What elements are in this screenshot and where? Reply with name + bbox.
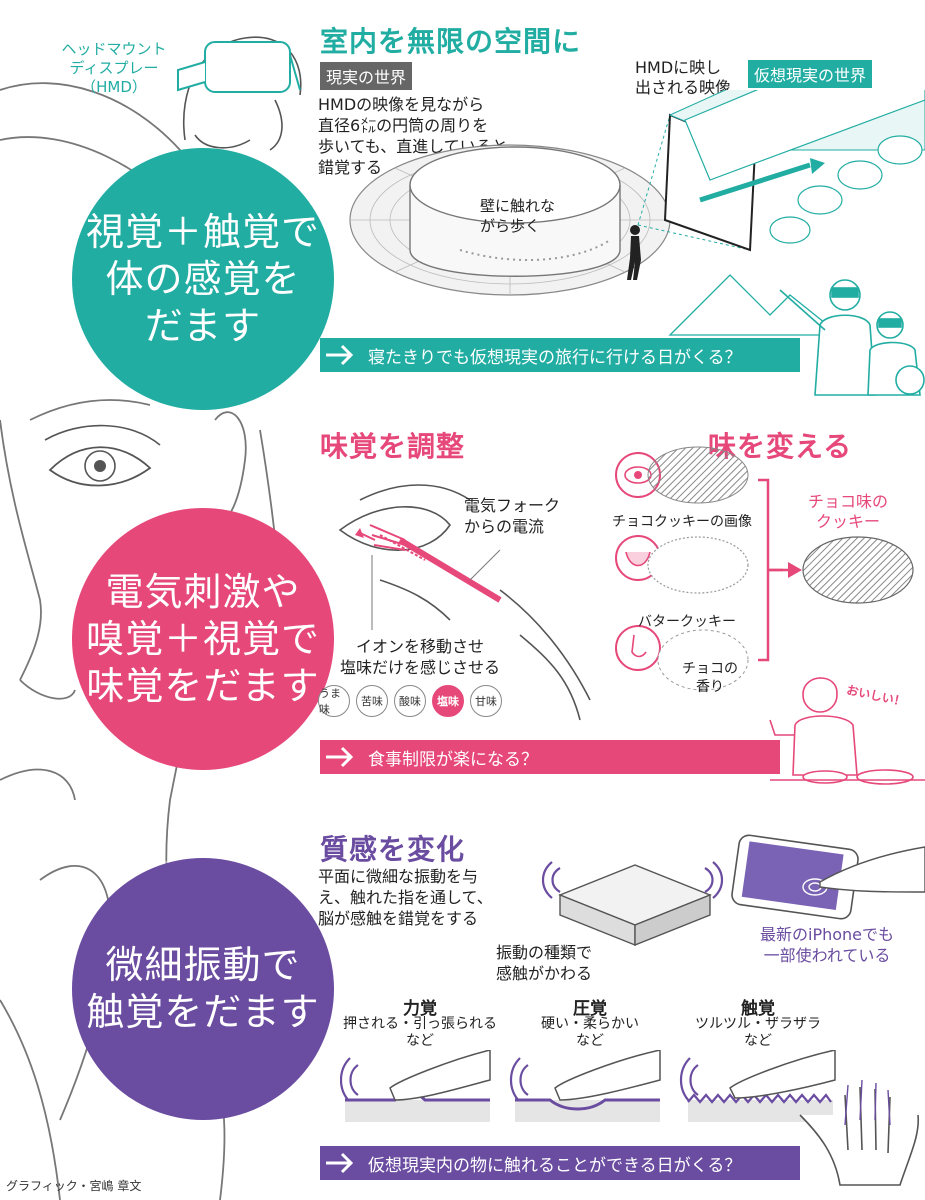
- touch-description: 平面に微細な振動を与 え、触れた指を通して、 脳が感触を錯覚をする: [318, 866, 493, 929]
- circle-line: 触覚をだます: [86, 990, 320, 1034]
- banner-text: 寝たきりでも仮想現実の旅行に行ける日がくる？: [368, 347, 742, 368]
- tree-icon: [769, 135, 923, 244]
- result-label: チョコ味の クッキー: [808, 492, 888, 532]
- hmd-label: ヘッドマウント ディスプレー （HMD）: [54, 40, 174, 97]
- taste-bitter: 苦味: [356, 685, 388, 717]
- woman-eating-illustration: [769, 677, 925, 785]
- fork-label: 電気フォーク からの電流: [464, 495, 560, 537]
- pressure-sense-title: 圧覚: [573, 999, 607, 1019]
- vr-title: 室内を無限の空間に: [320, 25, 582, 58]
- circle-line: 嗅覚＋視覚で: [85, 616, 320, 661]
- label-line: がら歩く: [480, 217, 541, 235]
- hmd-label-line: ディスプレー: [69, 59, 159, 77]
- desc-line: 押される・引っ張られる: [343, 1016, 497, 1032]
- label-line: 香り: [696, 679, 724, 695]
- tactile-sense-desc: ツルツル・ザラザラ など: [668, 1016, 848, 1050]
- label-line: HMDに映し: [635, 58, 722, 77]
- vibration-panel-illustration: [541, 861, 724, 947]
- desc-line: 平面に微細な振動を与: [318, 867, 479, 886]
- desc-line: HMDの映像を見ながら: [318, 95, 485, 114]
- label-line: チョコの: [682, 661, 738, 677]
- label-line: 最新のiPhoneでも: [760, 925, 895, 944]
- tactile-sense-title: 触覚: [741, 999, 775, 1019]
- label-line: 壁に触れな: [480, 197, 556, 215]
- mountain-icon: [668, 274, 842, 336]
- banner-text: 食事制限が楽になる？: [368, 749, 538, 770]
- real-world-tag: 現実の世界: [320, 62, 413, 90]
- taste-banner: 食事制限が楽になる？: [320, 740, 780, 774]
- label-line: チョコ味の: [808, 492, 889, 511]
- desc-line: など: [744, 1033, 772, 1049]
- circle-sight: 視覚＋触覚で 体の感覚を だます: [72, 148, 334, 410]
- walker-icon: [627, 225, 641, 280]
- vr-banner: 寝たきりでも仮想現実の旅行に行ける日がくる？: [320, 338, 800, 372]
- desc-line: 硬い・柔らかい: [541, 1016, 639, 1032]
- desc-line: 脳が感触を錯覚をする: [318, 909, 479, 928]
- touch-types-illustration: [340, 1050, 836, 1122]
- vibration-label: 振動の種類で 感触がかわる: [496, 942, 592, 984]
- train-icon: [684, 90, 925, 181]
- hmd-icon: [177, 41, 301, 93]
- circle-touch: 微細振動で 触覚をだます: [72, 858, 334, 1120]
- arrow-icon: [326, 746, 354, 768]
- label-line: 一部使われている: [763, 946, 891, 965]
- choco-image-label: チョコクッキーの画像: [612, 514, 752, 530]
- touch-banner: 仮想現実内の物に触れることができる日がくる？: [320, 1146, 800, 1180]
- desc-line: 直径6㍍の円筒の周りを: [318, 116, 489, 135]
- circle-line: 微細振動で: [105, 943, 301, 987]
- virtual-world-tag: 仮想現実の世界: [748, 60, 873, 88]
- taste-salty: 塩味: [432, 685, 464, 717]
- desc-line: え、触れた指を通して、: [318, 888, 493, 907]
- circle-line: 電気刺激や: [105, 569, 301, 614]
- arrow-icon: [326, 1152, 354, 1174]
- elderly-couple-illustration: [779, 279, 925, 396]
- nose-icon: [615, 625, 661, 671]
- touch-title: 質感を変化: [320, 833, 466, 866]
- iphone-label: 最新のiPhoneでも 一部使われている: [760, 924, 894, 966]
- desc-line: ツルツル・ザラザラ: [695, 1016, 821, 1032]
- choco-scent-label: チョコの 香り: [682, 660, 738, 696]
- iphone-illustration: [731, 834, 925, 920]
- hmd-projection-label: HMDに映し 出される映像: [635, 58, 731, 98]
- eye-icon: [44, 424, 161, 487]
- ion-label: イオンを移動させ 塩味だけを感じさせる: [340, 636, 500, 678]
- label-line: 電気フォーク: [464, 496, 561, 515]
- circle-line: 体の感覚を: [105, 256, 301, 301]
- label-line: 感触がかわる: [496, 964, 593, 983]
- circle-line: 味覚をだます: [86, 663, 320, 708]
- label-line: からの電流: [464, 517, 545, 536]
- hand-icon: [799, 1079, 920, 1186]
- circle-line: だます: [144, 303, 262, 348]
- taste-umami: うま味: [318, 685, 350, 717]
- label-line: イオンを移動させ: [355, 637, 484, 656]
- banner-text: 仮想現実内の物に触れることができる日がくる？: [368, 1155, 742, 1176]
- pressure-sense-desc: 硬い・柔らかい など: [510, 1016, 670, 1050]
- force-sense-title: 力覚: [403, 999, 437, 1019]
- fork-icon: [369, 524, 502, 603]
- force-sense-desc: 押される・引っ張られる など: [330, 1016, 510, 1050]
- credit: グラフィック・宮嶋 章文: [6, 1179, 142, 1193]
- label-line: 出される映像: [635, 78, 732, 97]
- hmd-label-line: （HMD）: [81, 78, 147, 96]
- vr-description: HMDの映像を見ながら 直径6㍍の円筒の周りを 歩いても、直進していると 錯覚す…: [318, 94, 508, 178]
- hmd-label-line: ヘッドマウント: [61, 40, 167, 58]
- taste-adjust-title: 味覚を調整: [320, 430, 466, 463]
- label-line: クッキー: [816, 512, 881, 531]
- desc-line: など: [576, 1033, 604, 1049]
- circle-line: 視覚＋触覚で: [85, 209, 320, 254]
- butter-cookie-label: バタークッキー: [638, 614, 736, 630]
- vibration-icon: [541, 861, 724, 899]
- taste-sour: 酸味: [394, 685, 426, 717]
- desc-line: 錯覚する: [318, 158, 383, 177]
- circle-taste: 電気刺激や 嗅覚＋視覚で 味覚をだます: [72, 508, 334, 770]
- label-line: 振動の種類で: [496, 943, 593, 962]
- label-line: 塩味だけを感じさせる: [340, 658, 501, 677]
- arrow-icon: [326, 344, 354, 366]
- mouth-fork-illustration: [338, 484, 591, 721]
- walk-label: 壁に触れな がら歩く: [480, 196, 555, 236]
- desc-line: など: [406, 1033, 434, 1049]
- cylinder-illustration: [349, 90, 925, 336]
- taste-sweet: 甘味: [470, 685, 502, 717]
- taste-change-diagram: [615, 446, 914, 691]
